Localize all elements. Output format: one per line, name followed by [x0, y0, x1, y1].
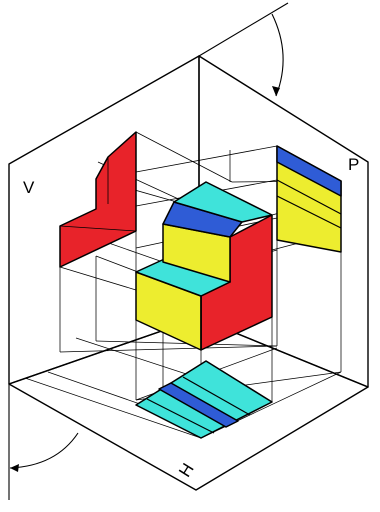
profile-projection-blue-band — [276, 145, 342, 197]
profile-projection — [276, 145, 342, 253]
arrowhead-bottom — [10, 464, 19, 472]
object-top-face — [173, 181, 273, 223]
rotation-arc-top — [271, 13, 284, 97]
rotation-arc-bottom — [9, 432, 79, 469]
horizontal-projection-shape — [135, 360, 273, 439]
rotation-indicators — [8, 2, 289, 500]
vertical-plane-label: V — [23, 178, 35, 197]
horizontal-projection — [135, 360, 273, 439]
arrowhead-top — [272, 86, 280, 96]
profile-plane-label: P — [348, 155, 359, 174]
rotation-arrowheads — [10, 86, 280, 472]
horizontal-projection-blue-band — [158, 382, 239, 428]
axis-line-top — [198, 2, 289, 57]
stepped-block-object — [135, 181, 273, 351]
horizontal-plane-label: H — [175, 460, 198, 480]
vertical-projection-shape — [59, 131, 137, 268]
vertical-projection — [59, 131, 137, 268]
horizontal-plane — [8, 317, 369, 491]
